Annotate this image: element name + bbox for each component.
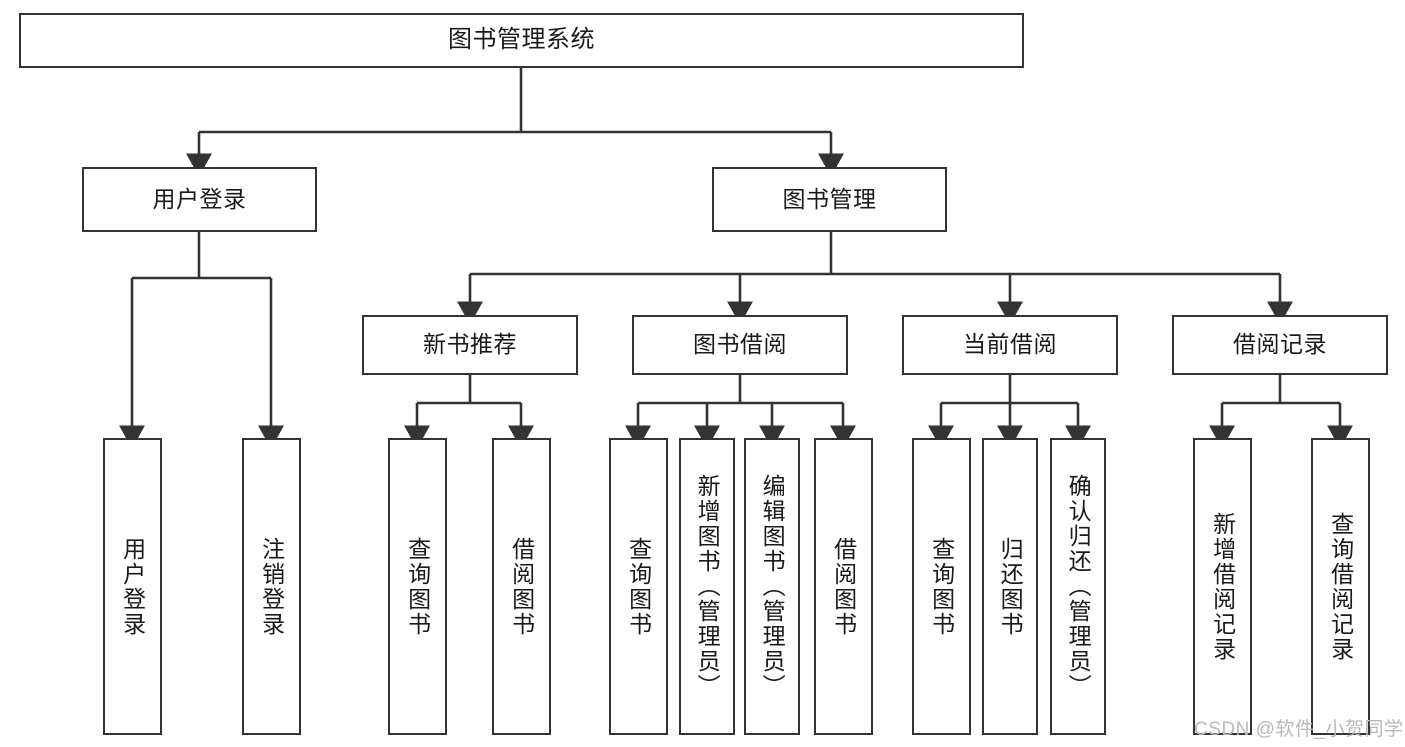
leaf-user-login-login[interactable]: 用户登录 xyxy=(103,438,162,735)
leaf-record-add-record[interactable]: 新增借阅记录 xyxy=(1193,438,1252,735)
node-label: 用户登录 xyxy=(152,185,247,212)
node-label: 查询图书 xyxy=(404,536,431,637)
node-label: 新增图书（管理员） xyxy=(694,474,721,699)
leaf-record-query-record[interactable]: 查询借阅记录 xyxy=(1311,438,1370,735)
watermark-text: CSDN @软件_小贺同学 xyxy=(1194,719,1404,740)
leaf-current-query-book[interactable]: 查询图书 xyxy=(912,438,971,735)
node-label: 注销登录 xyxy=(258,536,285,637)
node-label: 归还图书 xyxy=(997,536,1024,637)
node-label: 借阅记录 xyxy=(1233,331,1327,358)
node-label: 新书推荐 xyxy=(423,331,517,358)
node-label: 查询借阅记录 xyxy=(1327,511,1354,662)
leaf-borrow-query-book[interactable]: 查询图书 xyxy=(609,438,668,735)
node-label: 借阅图书 xyxy=(508,536,535,637)
leaf-borrow-edit-book-admin[interactable]: 编辑图书（管理员） xyxy=(744,438,800,735)
node-label: 图书管理系统 xyxy=(448,26,595,54)
node-label: 新增借阅记录 xyxy=(1209,511,1236,662)
node-current-borrow[interactable]: 当前借阅 xyxy=(902,315,1118,375)
node-label: 编辑图书（管理员） xyxy=(759,474,786,699)
node-book-borrow[interactable]: 图书借阅 xyxy=(632,315,848,375)
leaf-borrow-borrow-book[interactable]: 借阅图书 xyxy=(814,438,873,735)
node-book-management[interactable]: 图书管理 xyxy=(712,167,947,232)
node-label: 用户登录 xyxy=(119,536,146,637)
node-label: 借阅图书 xyxy=(830,536,857,637)
node-label: 查询图书 xyxy=(625,536,652,637)
node-label: 当前借阅 xyxy=(963,331,1057,358)
node-label: 确认归还（管理员） xyxy=(1065,474,1092,699)
leaf-borrow-add-book-admin[interactable]: 新增图书（管理员） xyxy=(679,438,735,735)
node-root-system[interactable]: 图书管理系统 xyxy=(19,13,1024,68)
leaf-current-confirm-return-admin[interactable]: 确认归还（管理员） xyxy=(1050,438,1106,735)
node-new-book-recommend[interactable]: 新书推荐 xyxy=(362,315,578,375)
leaf-user-login-logout[interactable]: 注销登录 xyxy=(242,438,301,735)
node-label: 图书借阅 xyxy=(693,331,787,358)
node-label: 查询图书 xyxy=(928,536,955,637)
node-label: 图书管理 xyxy=(782,185,877,212)
leaf-recommend-query-book[interactable]: 查询图书 xyxy=(388,438,447,735)
leaf-current-return-book[interactable]: 归还图书 xyxy=(982,438,1038,735)
node-user-login[interactable]: 用户登录 xyxy=(82,167,317,232)
node-borrow-record[interactable]: 借阅记录 xyxy=(1172,315,1388,375)
leaf-recommend-borrow-book[interactable]: 借阅图书 xyxy=(492,438,551,735)
